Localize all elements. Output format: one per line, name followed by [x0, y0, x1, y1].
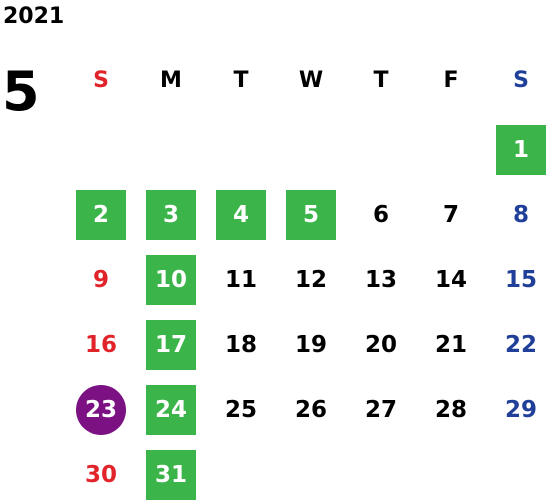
day-cell-28[interactable]: 28	[434, 397, 467, 423]
day-cell-1[interactable]: 1	[496, 125, 546, 175]
day-cell-16[interactable]: 16	[84, 332, 117, 358]
weekday-label: F	[443, 68, 459, 93]
day-cell-14[interactable]: 14	[434, 267, 467, 293]
weekday-label: T	[233, 68, 249, 93]
day-cell-6[interactable]: 6	[372, 202, 389, 228]
day-cell-26[interactable]: 26	[294, 397, 327, 423]
day-cell-20[interactable]: 20	[364, 332, 397, 358]
day-cell-25[interactable]: 25	[224, 397, 257, 423]
day-cell-15[interactable]: 15	[504, 267, 537, 293]
day-cell-7[interactable]: 7	[442, 202, 459, 228]
day-cell-3[interactable]: 3	[146, 190, 196, 240]
day-cell-31[interactable]: 31	[146, 450, 196, 500]
weekday-label: M	[160, 68, 182, 93]
day-cell-9[interactable]: 9	[92, 267, 109, 293]
day-cell-17[interactable]: 17	[146, 320, 196, 370]
day-cell-13[interactable]: 13	[364, 267, 397, 293]
day-cell-8[interactable]: 8	[512, 202, 529, 228]
weekday-label: W	[298, 68, 324, 93]
weekday-label: T	[373, 68, 389, 93]
year-label: 2021	[3, 4, 65, 29]
day-cell-12[interactable]: 12	[294, 267, 327, 293]
day-cell-4[interactable]: 4	[216, 190, 266, 240]
day-cell-30[interactable]: 30	[84, 462, 117, 488]
weekday-label: S	[93, 68, 109, 93]
day-cell-21[interactable]: 21	[434, 332, 467, 358]
month-number: 5	[2, 60, 40, 123]
day-cell-11[interactable]: 11	[224, 267, 257, 293]
weekday-label: S	[513, 68, 529, 93]
day-cell-5[interactable]: 5	[286, 190, 336, 240]
day-cell-2[interactable]: 2	[76, 190, 126, 240]
day-cell-22[interactable]: 22	[504, 332, 537, 358]
day-cell-10[interactable]: 10	[146, 255, 196, 305]
day-cell-24[interactable]: 24	[146, 385, 196, 435]
day-cell-19[interactable]: 19	[294, 332, 327, 358]
day-cell-29[interactable]: 29	[504, 397, 537, 423]
day-cell-18[interactable]: 18	[224, 332, 257, 358]
day-cell-23[interactable]: 23	[76, 385, 126, 435]
day-cell-27[interactable]: 27	[364, 397, 397, 423]
